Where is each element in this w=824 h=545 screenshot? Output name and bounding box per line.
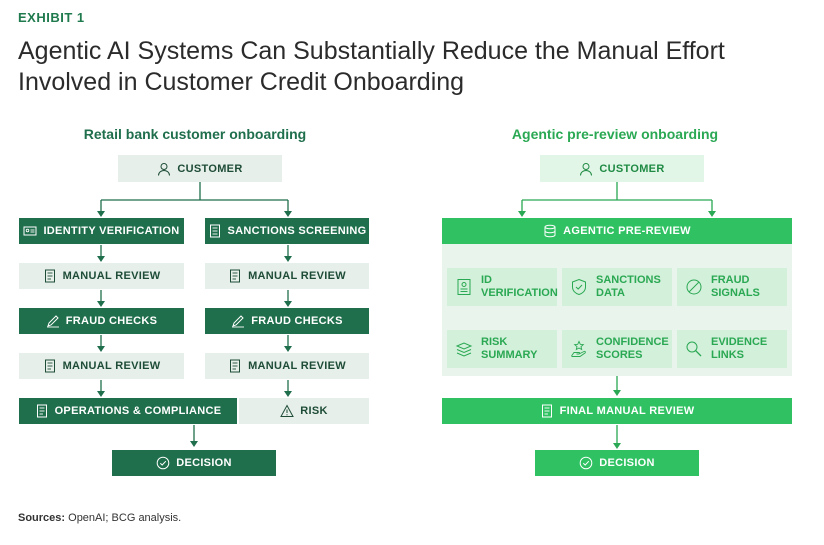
document-icon	[43, 269, 57, 283]
right-column-title: Agentic pre-review onboarding	[511, 126, 719, 142]
id-verification-box: ID VERIFICATION	[447, 268, 558, 306]
risk-summary-box: RISK SUMMARY	[447, 330, 557, 368]
risk-summary-label: RISK SUMMARY	[481, 336, 538, 361]
database-icon	[543, 224, 557, 238]
risk-label: RISK	[300, 405, 328, 417]
manual-review-box-2a: MANUAL REVIEW	[19, 353, 184, 379]
fraud-signals-box: FRAUD SIGNALS	[677, 268, 787, 306]
manual-review-label: MANUAL REVIEW	[248, 270, 346, 282]
final-manual-review-label: FINAL MANUAL REVIEW	[559, 405, 695, 417]
left-decision-box: DECISION	[112, 450, 276, 476]
right-customer-box: CUSTOMER	[540, 155, 704, 182]
fraud-checks-box-b: FRAUD CHECKS	[205, 308, 369, 334]
document-icon	[228, 269, 242, 283]
document-icon	[35, 404, 49, 418]
left-column-title: Retail bank customer onboarding	[83, 126, 307, 142]
pen-icon	[231, 314, 245, 328]
identity-verification-box: IDENTITY VERIFICATION	[19, 218, 184, 244]
id-verification-label: ID VERIFICATION	[481, 274, 558, 299]
left-customer-box: CUSTOMER	[118, 155, 282, 182]
document-icon	[540, 404, 554, 418]
agentic-pre-review-label: AGENTIC PRE-REVIEW	[563, 225, 691, 237]
sanctions-data-label: SANCTIONS DATA	[596, 274, 661, 299]
prohibited-icon	[685, 278, 703, 296]
confidence-scores-box: CONFIDENCE SCORES	[562, 330, 672, 368]
hand-star-icon	[570, 340, 588, 358]
checklist-icon	[208, 224, 222, 238]
agentic-pre-review-box: AGENTIC PRE-REVIEW	[442, 218, 792, 244]
left-decision-label: DECISION	[176, 457, 232, 469]
confidence-scores-label: CONFIDENCE SCORES	[596, 336, 669, 361]
final-manual-review-box: FINAL MANUAL REVIEW	[442, 398, 792, 424]
fraud-checks-label: FRAUD CHECKS	[251, 315, 343, 327]
person-icon	[157, 162, 171, 176]
manual-review-box-2b: MANUAL REVIEW	[205, 353, 369, 379]
sanctions-screening-box: SANCTIONS SCREENING	[205, 218, 369, 244]
magnifier-icon	[685, 340, 703, 358]
operations-compliance-label: OPERATIONS & COMPLIANCE	[54, 405, 222, 417]
manual-review-label: MANUAL REVIEW	[62, 360, 161, 372]
manual-review-label: MANUAL REVIEW	[248, 360, 346, 372]
right-decision-label: DECISION	[599, 457, 655, 469]
right-customer-label: CUSTOMER	[599, 162, 665, 175]
fraud-signals-label: FRAUD SIGNALS	[711, 274, 760, 299]
risk-box: RISK	[239, 398, 369, 424]
operations-compliance-box: OPERATIONS & COMPLIANCE	[19, 398, 237, 424]
person-icon	[579, 162, 593, 176]
pen-icon	[46, 314, 60, 328]
sanctions-screening-label: SANCTIONS SCREENING	[227, 225, 367, 237]
manual-review-box-1a: MANUAL REVIEW	[19, 263, 184, 289]
sources-label: Sources:	[18, 512, 66, 524]
manual-review-label: MANUAL REVIEW	[62, 270, 161, 282]
document-icon	[228, 359, 242, 373]
document-icon	[43, 359, 57, 373]
left-customer-label: CUSTOMER	[177, 162, 243, 175]
id-card-icon	[23, 224, 37, 238]
fraud-checks-box-a: FRAUD CHECKS	[19, 308, 184, 334]
fraud-checks-label: FRAUD CHECKS	[65, 315, 158, 327]
evidence-links-label: EVIDENCE LINKS	[711, 336, 768, 361]
sources-text: OpenAI; BCG analysis.	[65, 512, 182, 524]
sources-note: Sources: OpenAI; BCG analysis.	[18, 512, 181, 524]
stack-icon	[455, 340, 473, 358]
shield-icon	[570, 278, 588, 296]
warning-icon	[280, 404, 295, 418]
id-card-icon	[455, 278, 473, 296]
identity-verification-label: IDENTITY VERIFICATION	[43, 225, 180, 237]
page-title: Agentic AI Systems Can Substantially Red…	[18, 37, 725, 96]
exhibit-label: EXHIBIT 1	[18, 10, 85, 25]
check-circle-icon	[156, 456, 170, 470]
right-decision-box: DECISION	[535, 450, 699, 476]
manual-review-box-1b: MANUAL REVIEW	[205, 263, 369, 289]
evidence-links-box: EVIDENCE LINKS	[677, 330, 787, 368]
sanctions-data-box: SANCTIONS DATA	[562, 268, 672, 306]
check-circle-icon	[579, 456, 593, 470]
